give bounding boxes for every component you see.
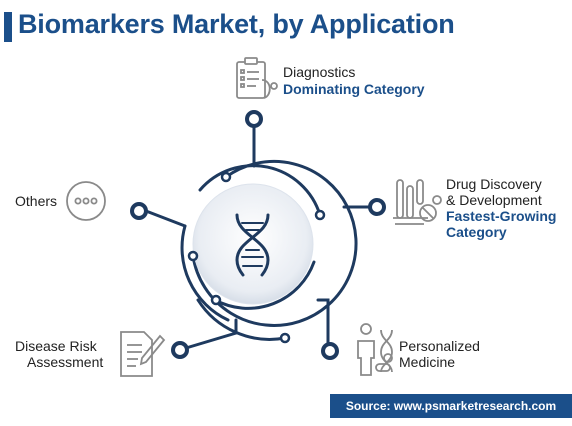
clipboard-stethoscope-icon <box>236 57 278 99</box>
human-dna-pills-icon <box>357 323 393 376</box>
node-drug-discovery <box>368 198 386 216</box>
label-personalized-medicine-1: Personalized <box>399 338 480 354</box>
node-disease-risk <box>171 341 189 359</box>
document-pen-icon <box>120 331 166 377</box>
node-personalized-medicine <box>321 342 339 360</box>
arc-dots <box>187 171 326 344</box>
dna-icon <box>235 213 270 277</box>
label-others: Others <box>15 193 58 209</box>
page-title: Biomarkers Market, by Application <box>18 9 455 39</box>
label-drug-discovery-2: & Development <box>446 192 542 208</box>
source-banner: Source: www.psmarketresearch.com <box>330 394 572 418</box>
note-drug-discovery-2: Category <box>446 224 507 240</box>
label-disease-risk-1: Disease Risk <box>15 338 97 354</box>
node-diagnostics <box>245 110 263 128</box>
label-diagnostics: Diagnostics <box>283 64 356 80</box>
ellipsis-icon <box>66 181 106 221</box>
center-circle <box>192 183 314 305</box>
note-diagnostics: Dominating Category <box>283 81 425 97</box>
title-accent-bar <box>4 12 12 42</box>
ring-arcs <box>180 159 358 341</box>
test-tube-pills-icon <box>393 179 442 225</box>
endpoint-nodes <box>130 110 386 360</box>
label-drug-discovery-1: Drug Discovery <box>446 176 542 192</box>
label-personalized-medicine-2: Medicine <box>399 354 456 370</box>
label-disease-risk-2: Assessment <box>27 354 104 370</box>
note-drug-discovery-1: Fastest-Growing <box>446 208 557 224</box>
connector-lines <box>144 125 372 350</box>
node-others <box>130 202 148 220</box>
